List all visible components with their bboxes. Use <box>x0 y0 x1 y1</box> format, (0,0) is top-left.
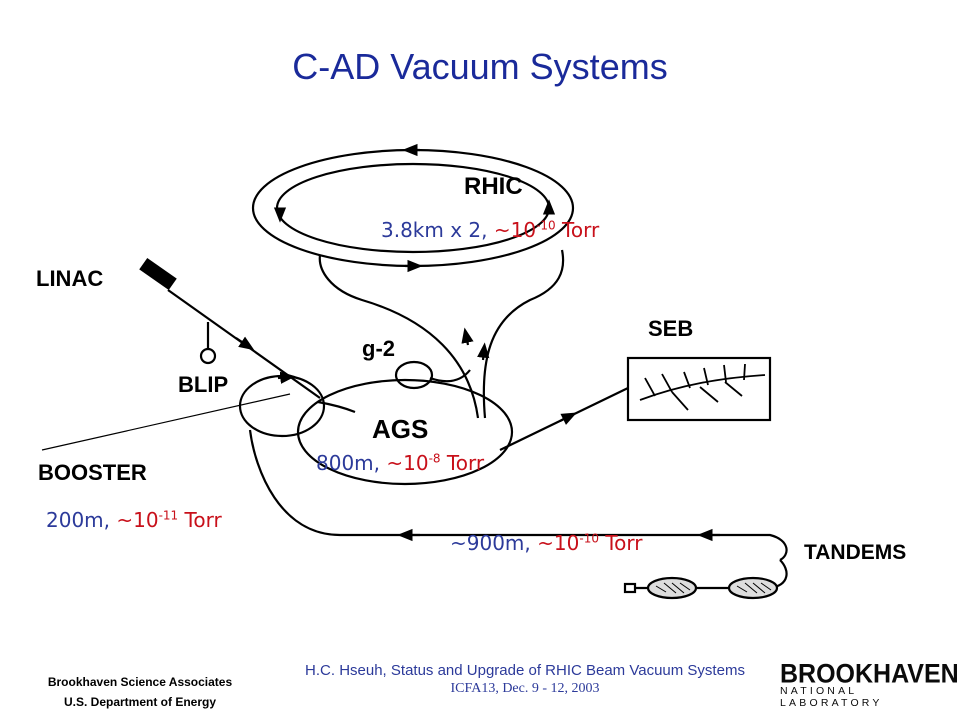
logo-subtitle: NATIONAL LABORATORY <box>780 685 883 709</box>
label-seb: SEB <box>648 316 693 341</box>
footer-org-line2: U.S. Department of Energy <box>63 695 217 709</box>
transfer-line-left <box>318 254 480 419</box>
booster-pointer <box>41 393 291 451</box>
footer-conference: ICFA13, Dec. 9 - 12, 2003 <box>450 681 600 696</box>
g2-ring <box>394 360 434 390</box>
annotation-rhic: 3.8km x 2, ~10-10 Torr <box>381 218 600 242</box>
tandem-transfer-line <box>248 429 788 561</box>
tandem-1 <box>646 576 698 600</box>
label-g2: g-2 <box>362 336 395 361</box>
tandem-2 <box>727 576 779 600</box>
label-rhic: RHIC <box>464 173 523 200</box>
annotation-transfer-line: ~900m, ~10-10 Torr <box>450 531 643 555</box>
brookhaven-logo: BROOKHAVEN NATIONAL LABORATORY <box>780 658 960 709</box>
label-linac: LINAC <box>36 266 103 291</box>
slide-title: C-AD Vacuum Systems <box>292 46 668 87</box>
transfer-line-right <box>482 249 565 419</box>
label-ags: AGS <box>372 414 428 444</box>
annotation-ags: 800m, ~10-8 Torr <box>316 451 485 475</box>
annotation-booster: 200m, ~10-11 Torr <box>46 508 222 532</box>
rhic-outer-ring <box>251 148 575 268</box>
ags-ring <box>296 378 514 486</box>
logo-wordmark: BROOKHAVEN <box>780 658 959 690</box>
label-blip: BLIP <box>178 372 228 397</box>
footer-talk-info: H.C. Hseuh, Status and Upgrade of RHIC B… <box>280 662 770 697</box>
footer-org-line1: Brookhaven Science Associates <box>47 675 233 689</box>
footer-organization: Brookhaven Science Associates U.S. Depar… <box>40 672 240 712</box>
linac-source <box>139 257 177 291</box>
seb-target-box <box>626 356 772 422</box>
label-booster: BOOSTER <box>38 460 147 485</box>
blip-target <box>199 347 217 365</box>
footer-talk-title: H.C. Hseuh, Status and Upgrade of RHIC B… <box>305 662 745 679</box>
label-tandems: TANDEMS <box>804 541 906 564</box>
